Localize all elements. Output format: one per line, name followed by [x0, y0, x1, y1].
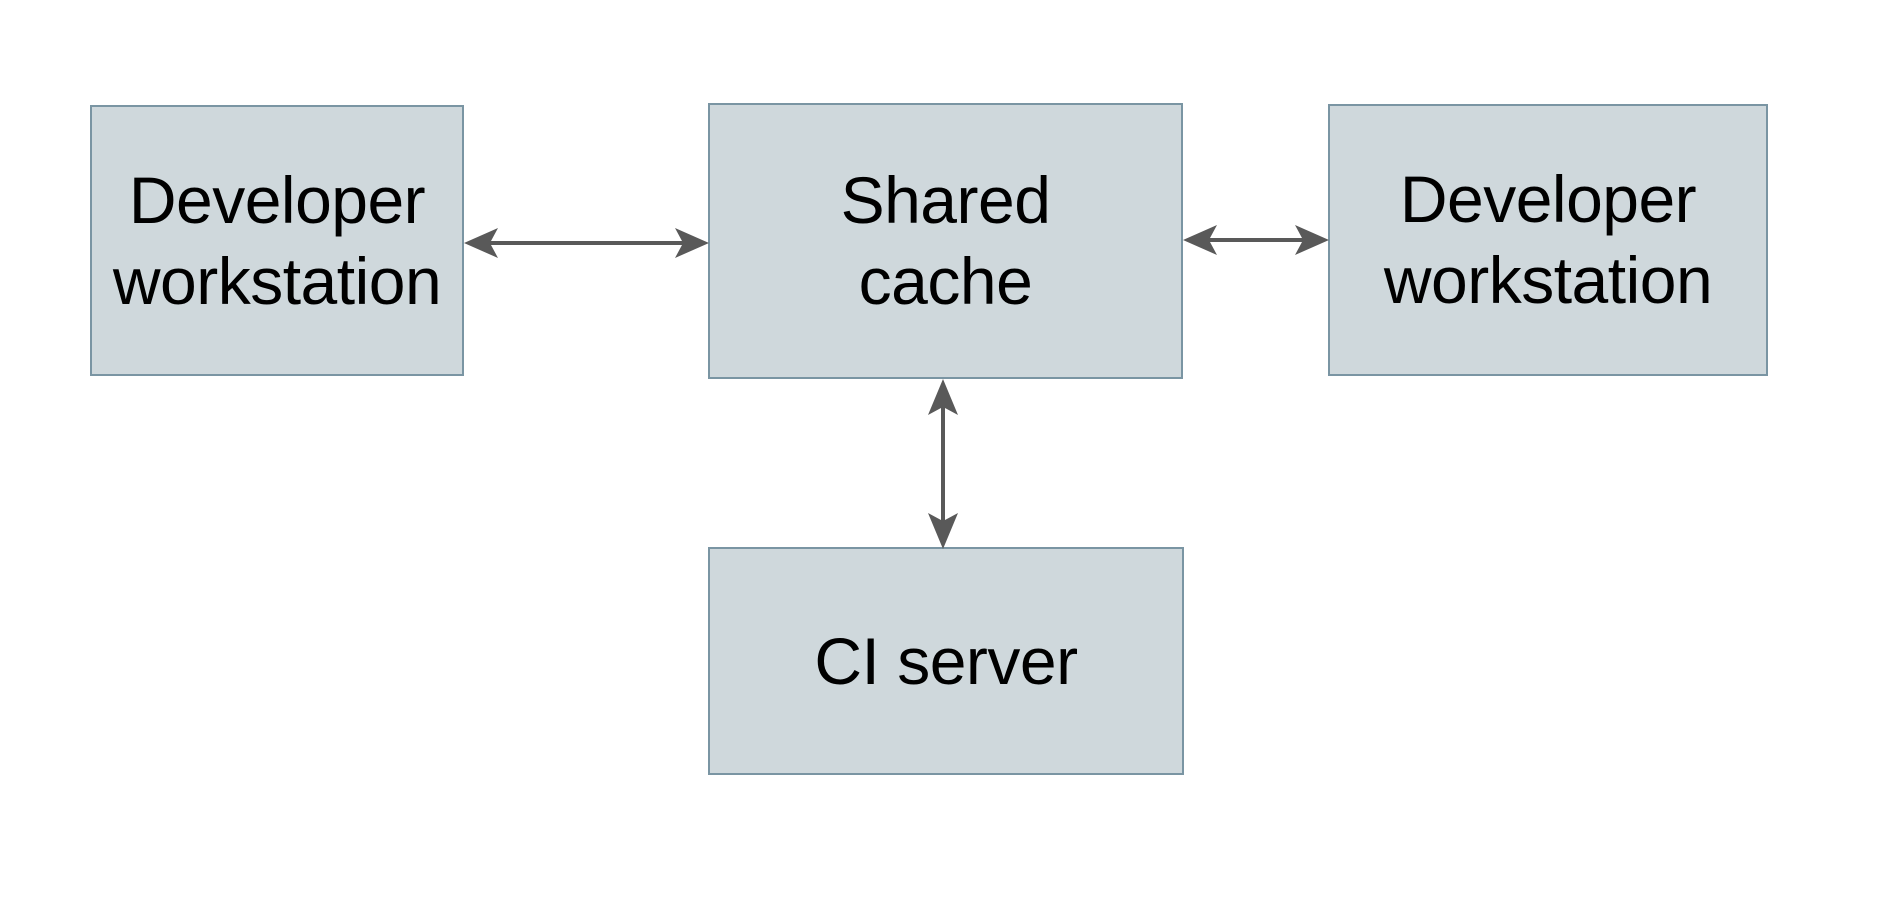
connector-shared-cache-to-right-workstation[interactable] — [1183, 219, 1329, 261]
node-shared-cache[interactable]: Shared cache — [708, 103, 1183, 379]
connector-left-workstation-to-shared-cache[interactable] — [464, 222, 709, 264]
connector-shared-cache-to-ci-server[interactable] — [922, 379, 964, 549]
node-ci-server[interactable]: CI server — [708, 547, 1184, 775]
double-arrow-horizontal-icon — [464, 228, 709, 258]
node-label-shared-cache: Shared cache — [840, 163, 1051, 318]
node-label-developer-workstation-left: Developer workstation — [112, 162, 442, 318]
double-arrow-horizontal-icon — [1183, 225, 1329, 255]
double-arrow-vertical-icon — [928, 379, 958, 549]
node-label-ci-server: CI server — [814, 623, 1078, 698]
node-label-developer-workstation-right: Developer workstation — [1383, 162, 1713, 317]
node-developer-workstation-right[interactable]: Developer workstation — [1328, 104, 1768, 376]
node-developer-workstation-left[interactable]: Developer workstation — [90, 105, 464, 376]
